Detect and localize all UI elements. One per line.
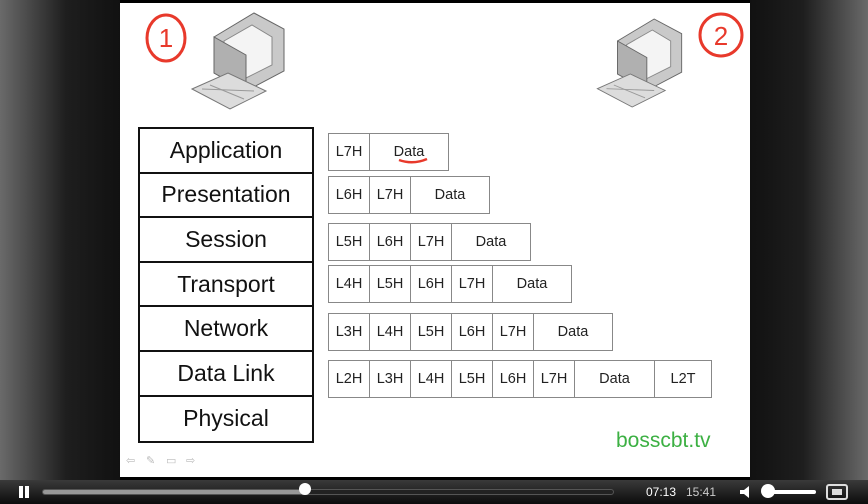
volume-handle[interactable]	[761, 484, 775, 498]
player-controls: 07:13 15:41	[0, 480, 868, 504]
data-cell: Data	[410, 176, 490, 214]
slide-toolbar: ⇦ ✎ ▭ ⇨	[126, 455, 200, 467]
header-cell: L4H	[328, 265, 370, 303]
header-cell: L7H	[451, 265, 493, 303]
annotation-circle-2: 2	[698, 12, 744, 58]
header-cell: L7H	[328, 133, 370, 171]
header-cell: L7H	[410, 223, 452, 261]
header-cell: L5H	[369, 265, 411, 303]
header-cell: L4H	[410, 360, 452, 398]
osi-layer: Application	[140, 129, 312, 174]
header-cell: L6H	[451, 313, 493, 351]
header-cell: L4H	[369, 313, 411, 351]
header-cell: L7H	[492, 313, 534, 351]
trailer-cell: L2T	[654, 360, 712, 398]
data-cell-label: Data	[393, 144, 425, 160]
pdu-row-application: L7H Data	[328, 133, 449, 171]
pdu-row-data-link: L2H L3H L4H L5H L6H L7H Data L2T	[328, 360, 712, 398]
left-backdrop	[0, 0, 120, 480]
data-cell: Data	[492, 265, 572, 303]
annotation-number-1: 1	[159, 23, 173, 53]
fullscreen-icon[interactable]	[826, 484, 848, 500]
osi-layer: Presentation	[140, 174, 312, 219]
header-cell: L5H	[410, 313, 452, 351]
pen-icon[interactable]: ✎	[146, 455, 156, 467]
brand-watermark: bosscbt.tv	[616, 429, 711, 452]
header-cell: L7H	[369, 176, 411, 214]
current-time: 07:13	[646, 485, 677, 499]
data-cell: Data	[574, 360, 655, 398]
computer-icon	[596, 18, 683, 108]
data-cell: Data	[369, 133, 449, 171]
header-cell: L6H	[410, 265, 452, 303]
right-backdrop	[750, 0, 868, 480]
pdu-row-session: L5H L6H L7H Data	[328, 223, 531, 261]
back-arrow-icon[interactable]: ⇦	[126, 455, 136, 467]
pdu-row-transport: L4H L5H L6H L7H Data	[328, 265, 572, 303]
pause-icon[interactable]	[18, 486, 30, 498]
header-cell: L6H	[369, 223, 411, 261]
forward-arrow-icon[interactable]: ⇨	[186, 455, 196, 467]
computer-icon	[190, 12, 285, 110]
header-cell: L5H	[451, 360, 493, 398]
osi-layer-stack: Application Presentation Session Transpo…	[138, 127, 314, 443]
pdu-row-network: L3H L4H L5H L6H L7H Data	[328, 313, 613, 351]
osi-layer: Network	[140, 307, 312, 352]
seek-handle[interactable]	[299, 483, 312, 495]
seek-progress	[43, 490, 306, 494]
seek-bar[interactable]	[42, 489, 614, 495]
volume-icon[interactable]	[740, 486, 754, 498]
header-cell: L2H	[328, 360, 370, 398]
header-cell: L6H	[328, 176, 370, 214]
data-cell: Data	[533, 313, 613, 351]
header-cell: L3H	[369, 360, 411, 398]
slide-menu-icon[interactable]: ▭	[166, 455, 177, 467]
total-time: 15:41	[686, 485, 717, 499]
data-cell: Data	[451, 223, 531, 261]
osi-layer: Physical	[183, 405, 269, 432]
slide: 1 2 Application Presentation Session Tra…	[120, 3, 750, 477]
header-cell: L7H	[533, 360, 575, 398]
osi-layer: Data Link	[140, 352, 312, 397]
annotation-number-2: 2	[714, 21, 728, 51]
osi-layer: Transport	[140, 263, 312, 308]
volume-slider[interactable]	[766, 490, 816, 494]
osi-layer: Session	[140, 218, 312, 263]
header-cell: L3H	[328, 313, 370, 351]
pdu-row-presentation: L6H L7H Data	[328, 176, 490, 214]
header-cell: L5H	[328, 223, 370, 261]
header-cell: L6H	[492, 360, 534, 398]
annotation-circle-1: 1	[145, 13, 187, 63]
underline-mark	[398, 157, 428, 164]
